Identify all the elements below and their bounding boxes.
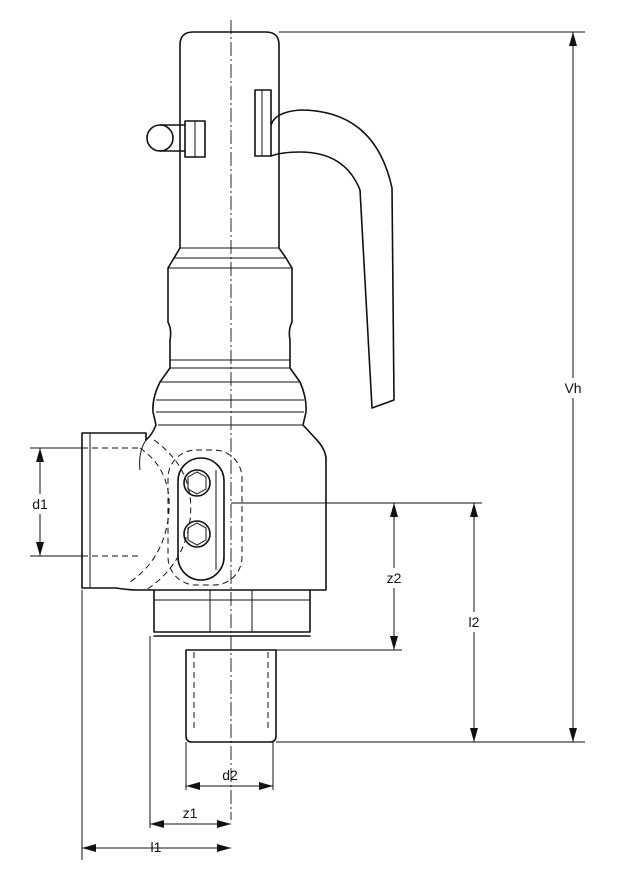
valve-body	[81, 432, 327, 591]
extension-lines	[30, 31, 585, 860]
label-d1: d1	[32, 496, 48, 512]
dimension-z1: z1	[150, 805, 231, 828]
outlet-spigot	[185, 649, 277, 743]
dimension-d2: d2	[186, 767, 273, 790]
label-vh: Vh	[564, 380, 581, 396]
hex-nut	[153, 589, 311, 637]
label-l1: l1	[151, 839, 162, 855]
dimension-d1: d1	[28, 448, 52, 556]
label-z1: z1	[183, 805, 198, 821]
label-d2: d2	[222, 767, 238, 783]
dimension-l2: l2	[463, 503, 485, 742]
adjustment-screws	[167, 449, 243, 586]
dimension-vh: Vh	[560, 32, 586, 742]
side-pin	[146, 120, 206, 158]
dimension-z2: z2	[381, 503, 407, 650]
lifting-lever	[254, 89, 395, 409]
dimension-l1: l1	[82, 839, 231, 855]
label-z2: z2	[387, 570, 402, 586]
label-l2: l2	[469, 614, 480, 630]
valve-cap	[179, 31, 280, 249]
spring-bonnet	[145, 247, 327, 459]
